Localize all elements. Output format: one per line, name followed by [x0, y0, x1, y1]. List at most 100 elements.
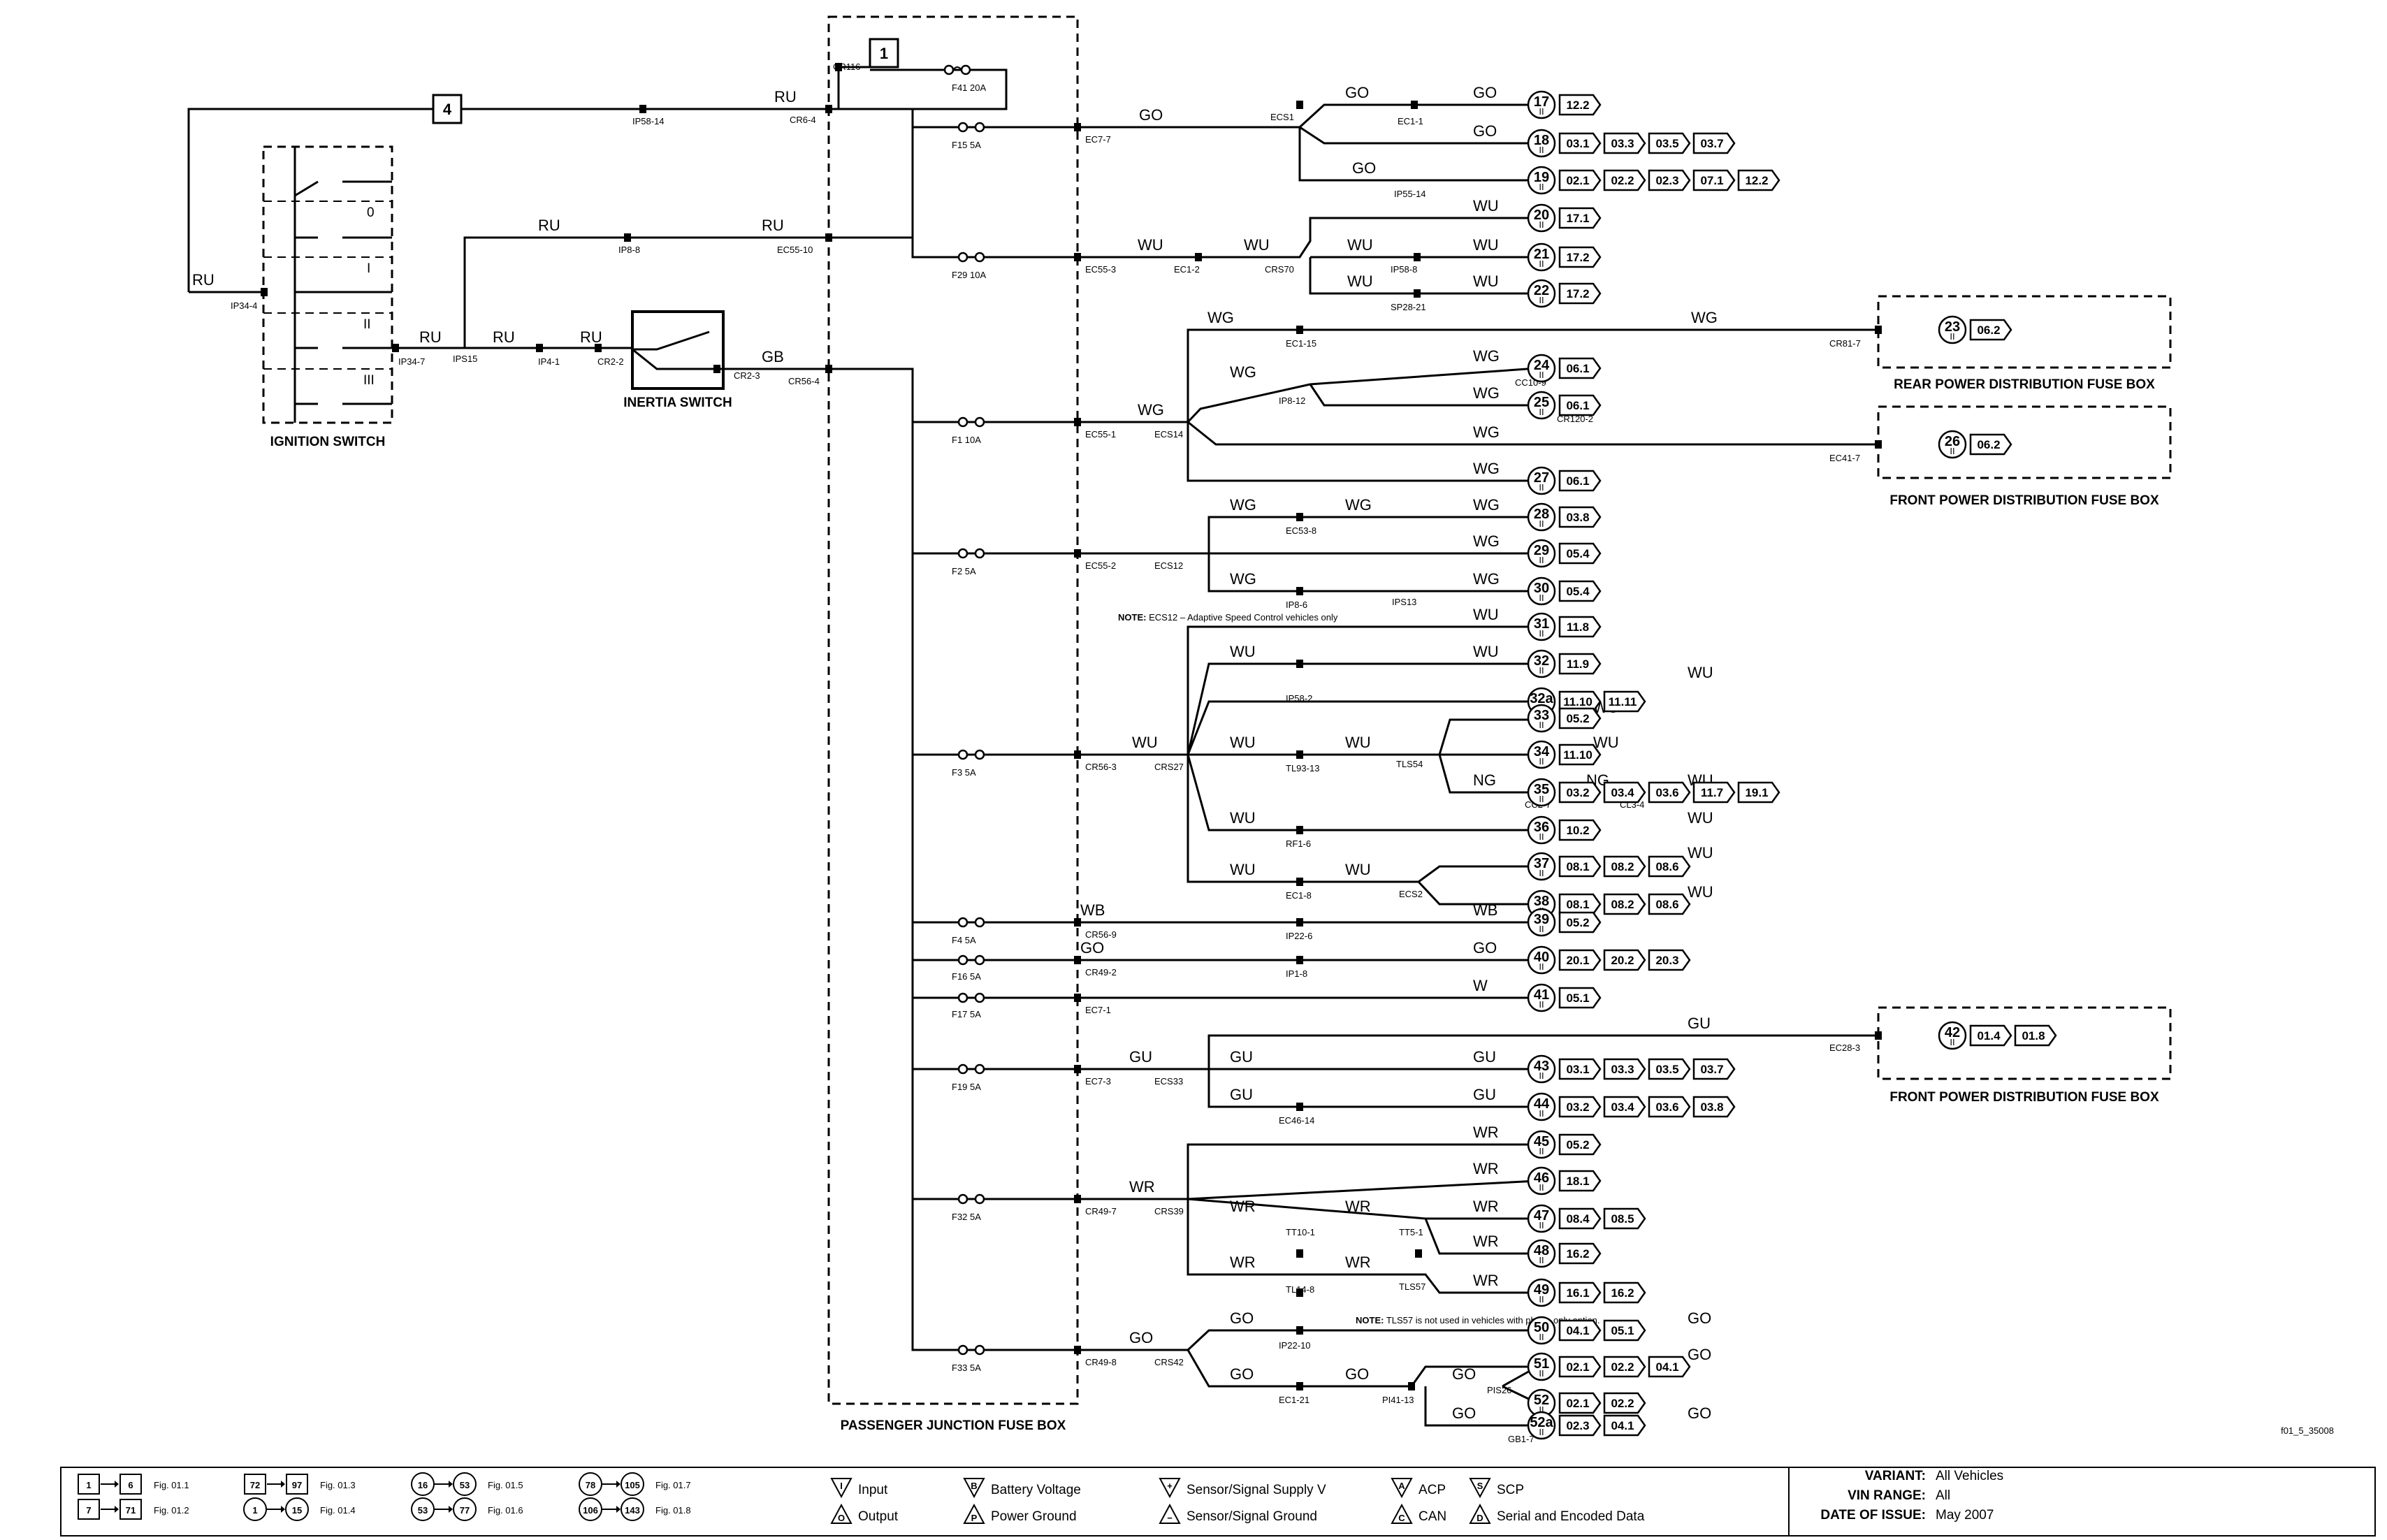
legend-fig-to: 53: [460, 1480, 470, 1490]
connector-label: EC7-7: [1085, 134, 1111, 145]
connector-label: TLS54: [1396, 759, 1423, 769]
ref-tag: [1737, 781, 1780, 804]
connector-label: EC46-14: [1279, 1115, 1314, 1126]
connector-dot: [1074, 1346, 1081, 1354]
ref-tag: [1558, 470, 1602, 492]
wire-color-label: RU: [580, 328, 602, 346]
legend-info-label: DATE OF ISSUE:: [1820, 1508, 1926, 1523]
connector-label: IP58-8: [1391, 264, 1417, 275]
ref-label: 04.1: [1611, 1419, 1634, 1432]
wire-color-label: W: [1473, 977, 1488, 994]
connector-label: EC55-3: [1085, 264, 1116, 275]
pin-circle: [1527, 391, 1556, 420]
ref-label: 03.7: [1700, 1063, 1723, 1076]
connector-dot: [639, 105, 646, 113]
wire-color-label: WG: [1473, 347, 1500, 365]
connector-dot: [1195, 253, 1202, 261]
ref-tag: [1558, 653, 1602, 675]
legend-fig-ref: Fig. 01.8: [655, 1505, 691, 1516]
ref-label: 11.10: [1563, 748, 1592, 762]
ref-tag: [1558, 169, 1602, 191]
pin-sub: II: [1539, 999, 1544, 1010]
fuse-label: F1 10A: [952, 435, 981, 445]
connector-label: EC1-15: [1286, 338, 1316, 349]
pin-sub: II: [1539, 482, 1544, 493]
connector-label: TT5-1: [1399, 1227, 1423, 1237]
pin-sub: II: [1539, 720, 1544, 730]
ref-tag: [1558, 1414, 1602, 1437]
ref-label: 17.2: [1566, 287, 1589, 300]
legend-fig-to: 105: [625, 1480, 640, 1490]
wire-color-label: WU: [1688, 809, 1713, 827]
connector-dot: [1296, 918, 1303, 927]
legend-symbol-text: Output: [858, 1509, 899, 1524]
fuse-symbols: [943, 64, 985, 1356]
pin-sub: II: [1539, 1294, 1544, 1305]
wire-color-label: WB: [1473, 901, 1497, 919]
pin-number: 41: [1534, 987, 1549, 1003]
pin-circle: [1527, 539, 1556, 568]
connector-dot: [1296, 750, 1303, 759]
wire-color-label: WU: [1473, 236, 1499, 254]
connector-label: CRS42: [1154, 1357, 1184, 1367]
connector-label: SP28-21: [1391, 302, 1426, 312]
legend-frame: [60, 1467, 2376, 1537]
pin-circle: [1527, 1239, 1556, 1268]
legend-fig-to: 15: [292, 1505, 302, 1516]
pin-circle: [1527, 778, 1556, 807]
pin-circle: [1527, 242, 1556, 272]
wire-color-label: WR: [1473, 1198, 1499, 1215]
ref-label: 18.1: [1566, 1175, 1589, 1188]
ref-tag: [1603, 855, 1646, 878]
ref-label: 03.8: [1700, 1100, 1723, 1114]
ignition-pos-3: III: [363, 373, 375, 388]
legend-symbol-glyph: −: [1167, 1513, 1173, 1523]
pin-sub: II: [1539, 1070, 1544, 1081]
pin-number: 19: [1534, 170, 1549, 185]
connector-dot: [1074, 1065, 1081, 1073]
ref-label: 08.4: [1566, 1212, 1590, 1226]
ref-label: 08.1: [1566, 898, 1589, 911]
connector-dot: [1296, 513, 1303, 521]
ref-tag: [1558, 506, 1602, 528]
ref-tag: [1603, 1096, 1646, 1118]
legend-info-value: All Vehicles: [1936, 1469, 2003, 1483]
wire-color-label: WU: [1473, 273, 1499, 290]
wire-color-label: WU: [1230, 643, 1256, 660]
wire-color-label: WG: [1473, 496, 1500, 514]
connector-label: CR49-8: [1085, 1357, 1117, 1367]
legend-fig-to: 77: [460, 1505, 470, 1516]
ref-label: 03.6: [1655, 786, 1678, 799]
legend-symbol-text: Sensor/Signal Ground: [1187, 1509, 1317, 1524]
ref-tag: [1603, 1281, 1646, 1304]
legend-symbol-glyph: A: [1398, 1481, 1405, 1491]
connector-label: CR56-9: [1085, 929, 1117, 940]
connector-dot: [1074, 1195, 1081, 1203]
wire-color-label: WU: [1473, 606, 1499, 623]
inertia-switch-label: INERTIA SWITCH: [623, 395, 732, 410]
wire-color-label: WU: [1688, 883, 1713, 901]
pin-sub: II: [1539, 1404, 1544, 1415]
pin-sub: II: [1539, 1108, 1544, 1119]
connector-label: IP8-12: [1279, 395, 1305, 406]
pin-circle: [1527, 1166, 1556, 1196]
wire-color-label: WG: [1230, 363, 1256, 381]
connector-label: EC7-1: [1085, 1005, 1111, 1015]
pin-circle: [1527, 612, 1556, 641]
ref-label: 05.4: [1566, 585, 1590, 598]
ref-tag: [1558, 94, 1602, 116]
wire-color-label: WU: [1230, 809, 1256, 827]
wire-color-label: WU: [1138, 236, 1163, 254]
